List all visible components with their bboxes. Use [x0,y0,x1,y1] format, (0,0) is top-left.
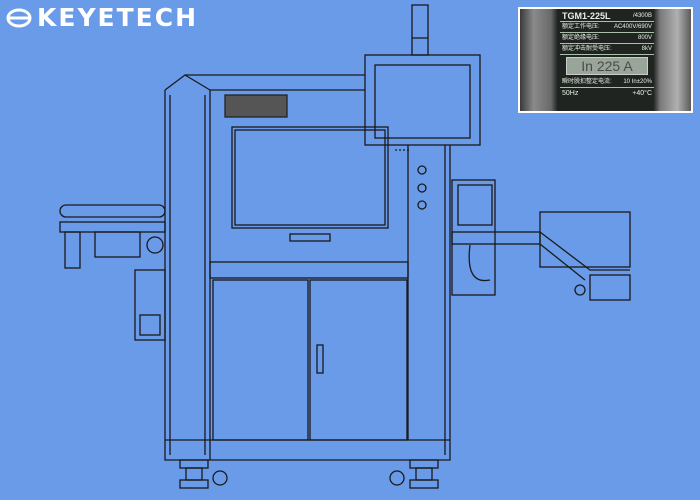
temperature: +40°C [632,90,652,97]
control-button[interactable] [417,165,427,175]
machine-logo-plate [224,94,288,118]
frequency: 50Hz [562,90,579,97]
door-handle[interactable] [316,344,324,374]
monitor-pole [411,4,429,56]
control-button[interactable] [417,200,427,210]
eye-icon [6,8,32,27]
monitor-screen[interactable] [374,64,471,139]
rated-impulse-voltage-label: 额定冲击耐受电压: [562,46,612,52]
rated-operating-voltage: AC400V/690V [613,24,652,30]
feet [179,459,439,489]
window-handle [289,233,331,242]
brand-logo: KEYETECH [5,3,198,32]
rated-impulse-voltage: 8kV [641,46,652,52]
left-door[interactable] [212,279,309,441]
instant-trip-tolerance: In±20% [631,79,652,85]
rated-insulation-voltage: 800V [637,35,652,41]
left-conveyor [59,204,166,341]
rated-operating-voltage-label: 额定工作电压: [562,24,600,30]
instant-trip-value: 10 [623,79,631,85]
control-button[interactable] [417,183,427,193]
rated-insulation-voltage-label: 额定绝缘电压: [562,35,600,41]
current-display: In 225 A [566,57,648,75]
cabinet-window [234,129,386,226]
monitor [364,54,481,146]
right-door[interactable] [309,279,408,441]
nameplate-photo: TGM1-225L/4300B 额定工作电压: AC400V/690V 额定绝缘电… [518,7,693,113]
brand-name: KEYETECH [37,3,199,32]
instant-trip-label: 瞬时脱扣整定电流: [562,79,612,85]
right-conveyor [451,179,631,301]
model-number: TGM1-225L [562,11,611,21]
model-suffix: /4300B [632,13,652,19]
